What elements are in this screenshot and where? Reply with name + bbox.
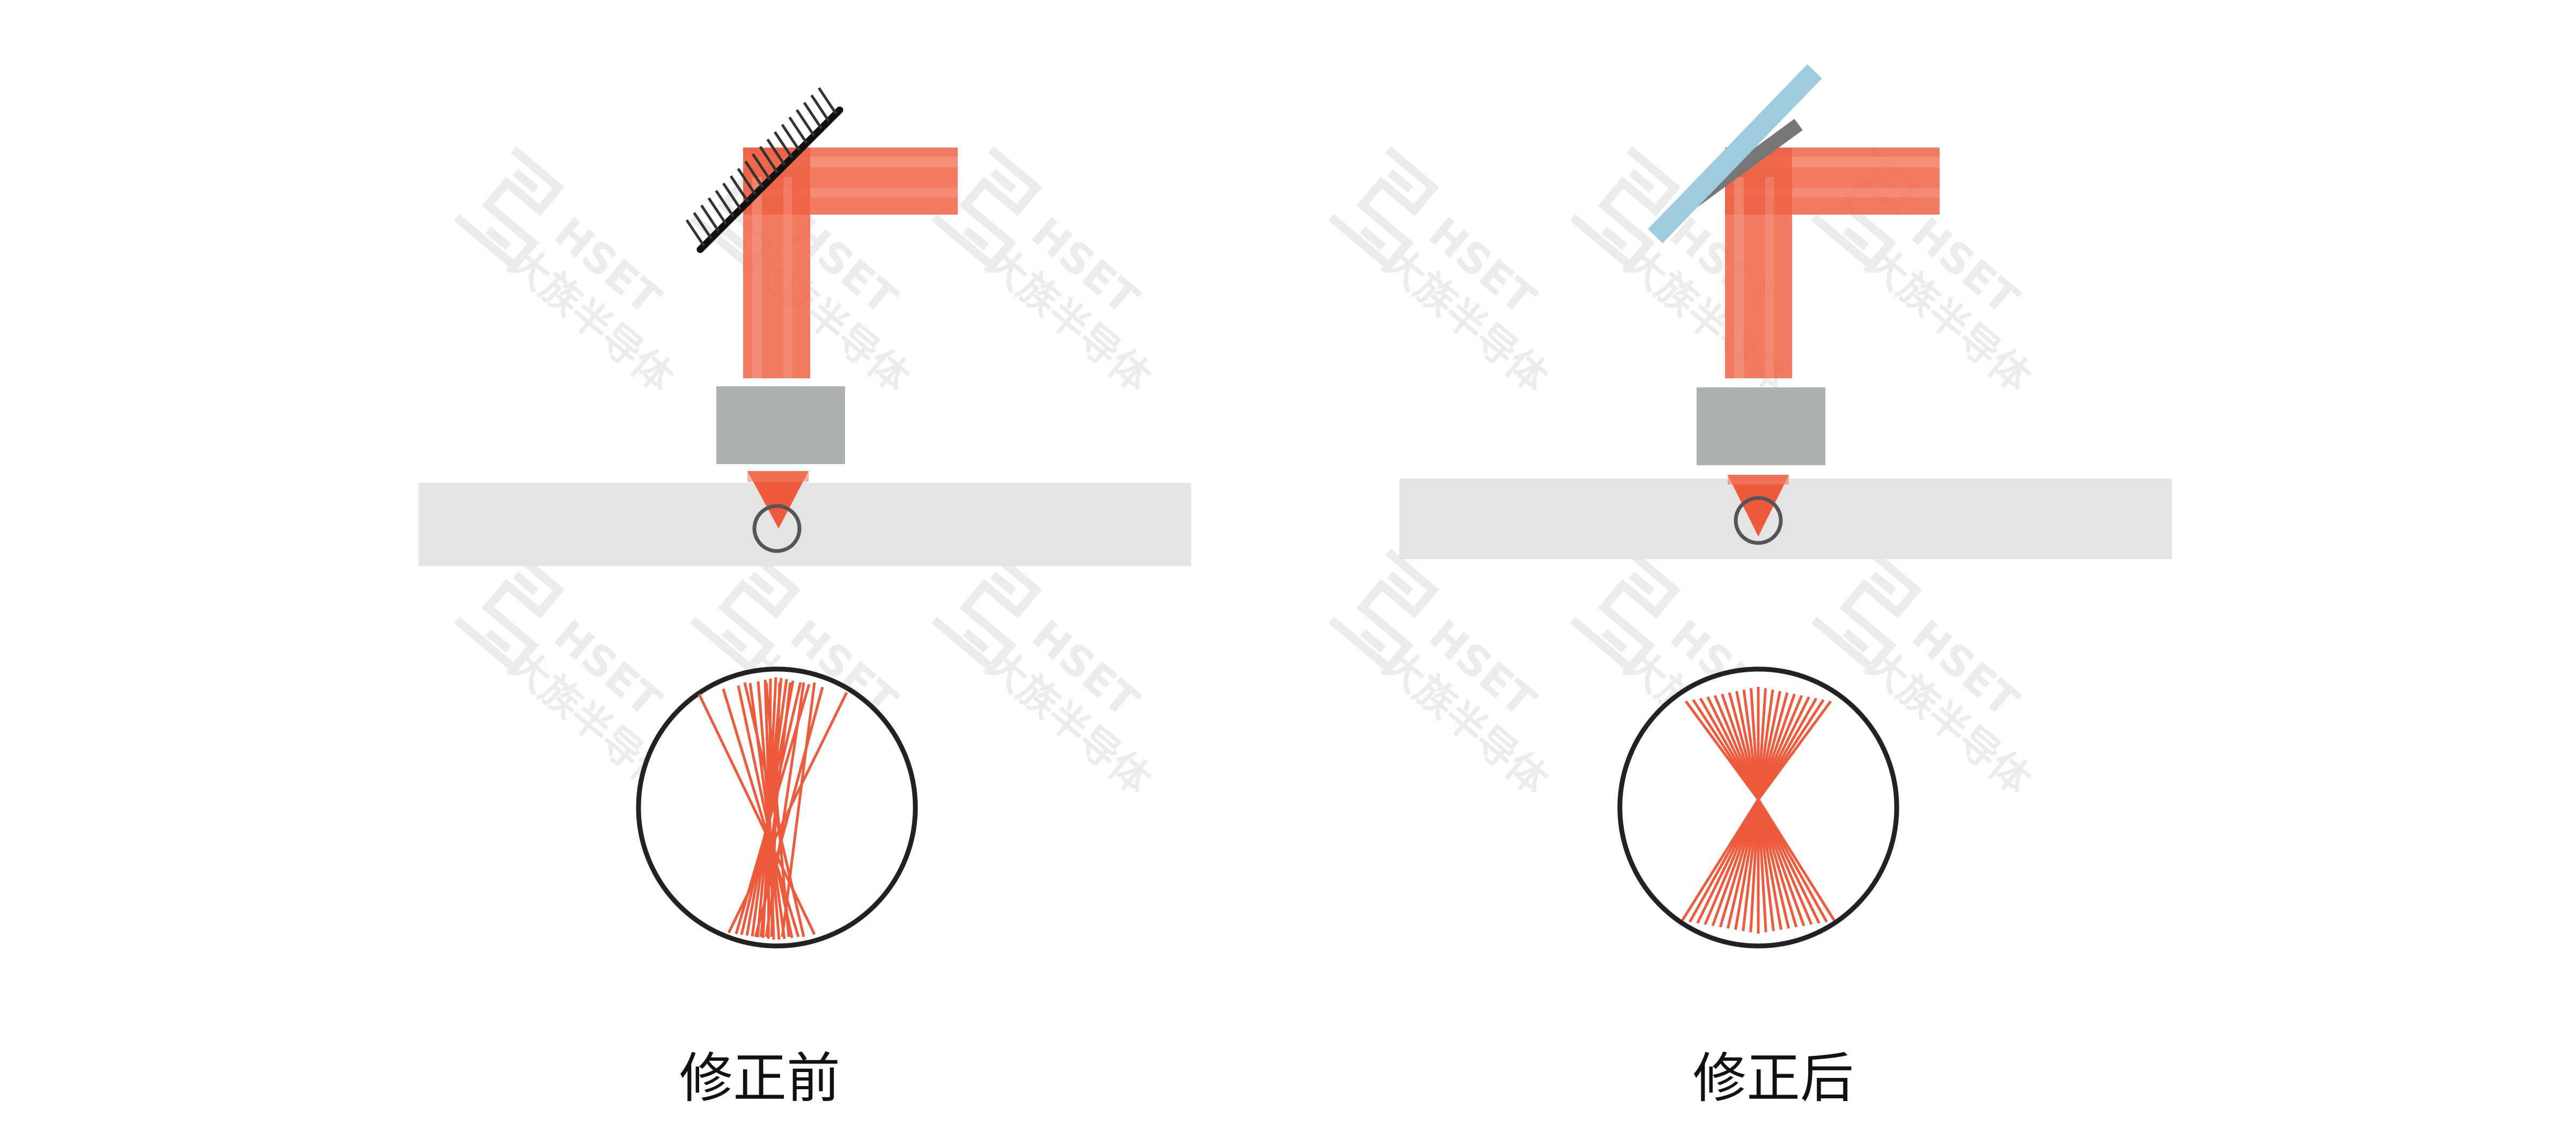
watermark-logo-icon	[1569, 146, 1681, 272]
caption-after: 修正后	[1693, 1047, 1854, 1110]
caption-before: 修正前	[679, 1047, 840, 1110]
after-workpiece	[1399, 479, 2172, 559]
watermark-logo-icon	[453, 146, 565, 272]
before-detail-rays	[698, 677, 848, 940]
watermark-logo-icon	[931, 146, 1043, 272]
watermark-logo-icon	[689, 548, 801, 674]
before-lens	[716, 386, 845, 464]
before-focus-cone	[747, 471, 809, 529]
before-focus-marker	[752, 504, 802, 553]
after-detail-rays	[1681, 687, 1836, 934]
after-beam	[1725, 148, 1940, 378]
before-workpiece	[419, 483, 1191, 566]
after-lens	[1697, 387, 1825, 465]
after-focus-marker	[1734, 496, 1783, 545]
watermark-logo-icon	[931, 548, 1043, 674]
after-focus-cone	[1728, 475, 1789, 537]
watermark-logo-icon	[1569, 548, 1681, 674]
hatched-mirror-icon	[685, 87, 843, 253]
watermark-logo-icon	[1328, 548, 1440, 674]
watermark-logo-icon	[1328, 146, 1440, 272]
glass-mirror-icon	[1648, 64, 1822, 244]
watermark-logo-icon	[453, 548, 565, 674]
before-panel	[419, 87, 1191, 949]
after-panel	[1399, 64, 2172, 949]
watermark-logo-icon	[1811, 548, 1922, 674]
